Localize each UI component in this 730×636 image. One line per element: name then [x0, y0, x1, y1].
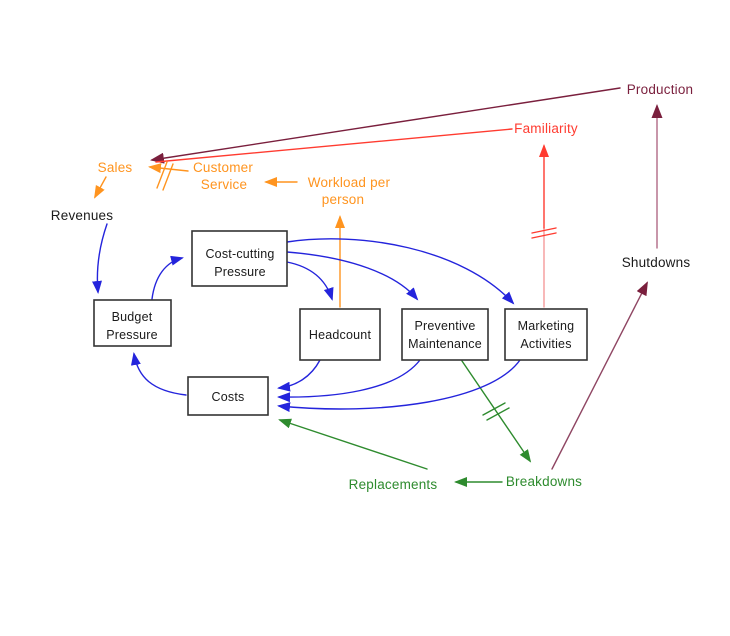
label-customer-service-line1: Customer	[193, 160, 253, 175]
delay-mark-preventive-breakdowns	[482, 402, 510, 421]
costs-label: Costs	[212, 390, 245, 404]
node-budget-pressure: Budget Pressure	[93, 299, 172, 347]
arrow-familiarity-to-sales	[155, 128, 513, 163]
label-sales: Sales	[98, 160, 133, 175]
headcount-label: Headcount	[309, 328, 372, 342]
arrow-budget-pressure-to-cost-cutting	[151, 255, 184, 300]
preventive-maintenance-label-line2: Maintenance	[408, 337, 482, 351]
label-customer-service-line2: Service	[201, 177, 247, 192]
label-workload-line1: Workload per	[308, 175, 391, 190]
node-costs: Costs	[187, 376, 269, 416]
label-production: Production	[627, 82, 694, 97]
label-replacements: Replacements	[349, 477, 438, 492]
edges	[92, 87, 663, 487]
budget-pressure-label-line2: Pressure	[106, 328, 158, 342]
arrow-marketing-to-costs	[277, 359, 521, 413]
arrow-preventive-to-breakdowns	[461, 360, 532, 463]
label-shutdowns: Shutdowns	[622, 255, 691, 270]
node-marketing-activities: Marketing Activities	[504, 308, 588, 361]
label-workload-line2: person	[322, 192, 364, 207]
cost-cutting-pressure-label-line2: Pressure	[214, 265, 266, 279]
label-familiarity: Familiarity	[514, 121, 578, 136]
node-preventive-maintenance: Preventive Maintenance	[401, 308, 489, 361]
costs-box	[187, 376, 269, 416]
delay-mark-customer-service-sales	[156, 161, 174, 191]
marketing-activities-label-line2: Activities	[520, 337, 571, 351]
variable-labels: Production Familiarity Sales Customer Se…	[51, 82, 693, 492]
node-cost-cutting-pressure: Cost-cutting Pressure	[191, 230, 288, 287]
arrow-revenues-to-budget-pressure	[92, 223, 108, 294]
arrow-breakdowns-to-shutdowns	[551, 281, 648, 470]
arrow-preventive-to-costs	[277, 359, 421, 403]
arrow-headcount-to-costs	[277, 359, 321, 392]
arrow-customer-service-to-sales	[148, 163, 189, 174]
headcount-box	[299, 308, 381, 361]
label-breakdowns: Breakdowns	[506, 474, 582, 489]
arrow-costs-to-budget-pressure	[130, 352, 187, 396]
marketing-activities-label-line1: Marketing	[518, 319, 575, 333]
budget-pressure-label-line1: Budget	[112, 310, 153, 324]
cost-cutting-pressure-box	[191, 230, 288, 287]
arrow-cost-cutting-to-preventive	[286, 251, 419, 301]
arrow-replacements-to-costs	[278, 418, 428, 470]
arrow-cost-cutting-to-marketing	[286, 238, 515, 305]
cost-cutting-pressure-label-line1: Cost-cutting	[205, 247, 274, 261]
boxed-nodes: Cost-cutting Pressure Budget Pressure He…	[93, 230, 588, 416]
preventive-maintenance-label-line1: Preventive	[414, 319, 475, 333]
budget-pressure-box	[93, 299, 172, 347]
delay-mark-marketing-familiarity	[531, 227, 557, 239]
arrow-cost-cutting-to-headcount	[286, 261, 334, 301]
arrow-production-to-sales	[150, 87, 621, 164]
node-headcount: Headcount	[299, 308, 381, 361]
marketing-activities-box	[504, 308, 588, 361]
arrow-sales-to-revenues	[94, 176, 107, 199]
preventive-maintenance-box	[401, 308, 489, 361]
label-revenues: Revenues	[51, 208, 113, 223]
